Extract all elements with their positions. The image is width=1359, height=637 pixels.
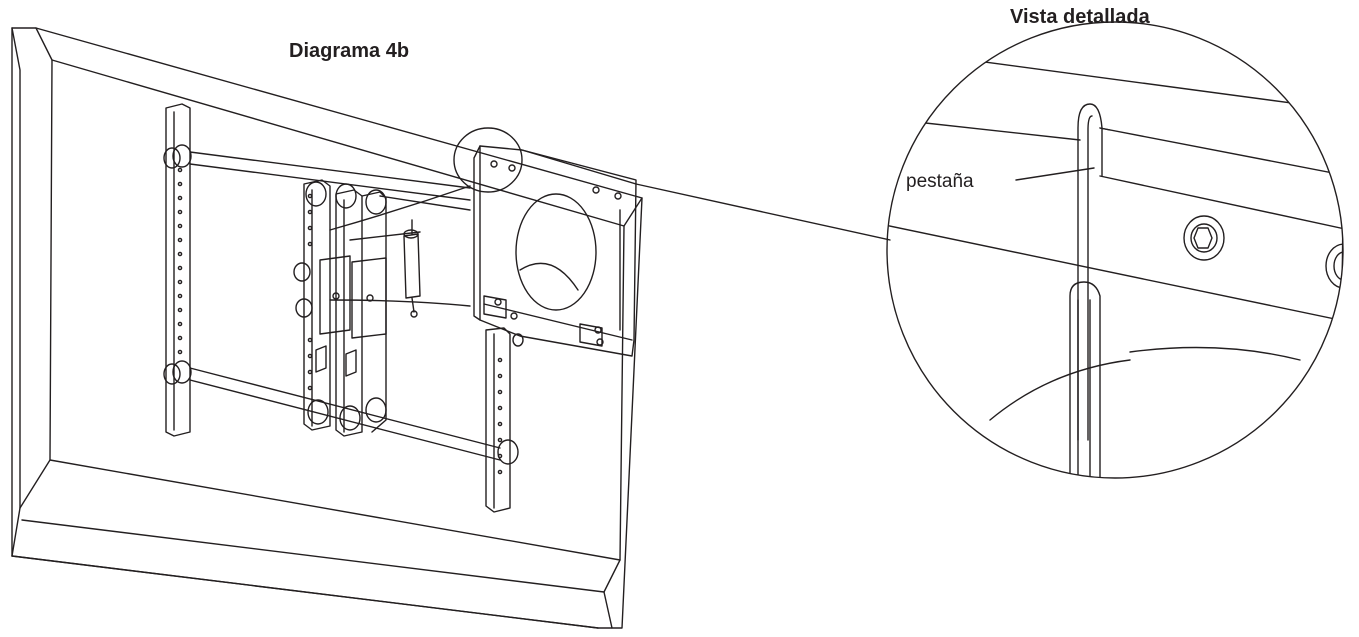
center-pivot-assembly bbox=[293, 179, 471, 437]
detail-view bbox=[886, 21, 1344, 479]
left-vertical-rail bbox=[163, 103, 192, 437]
callout-leader bbox=[1015, 167, 1095, 181]
wall-panel bbox=[11, 27, 643, 629]
detail-view-title: Vista detallada bbox=[1010, 6, 1150, 28]
wall-panel-left-edge bbox=[11, 27, 21, 509]
tv-plate bbox=[473, 145, 637, 513]
detail-leader-line bbox=[635, 183, 891, 241]
diagram-title: Diagrama 4b bbox=[289, 40, 410, 62]
tab-callout-label: pestaña bbox=[906, 171, 974, 192]
wall-panel-bottom-bevel bbox=[19, 459, 621, 561]
wall-panel-top-bevel bbox=[35, 27, 643, 227]
wall-panel-outline bbox=[11, 27, 643, 629]
horizontal-rods bbox=[189, 151, 501, 461]
detail-view-circle bbox=[886, 21, 1344, 479]
detail-marker-circle bbox=[453, 127, 523, 193]
